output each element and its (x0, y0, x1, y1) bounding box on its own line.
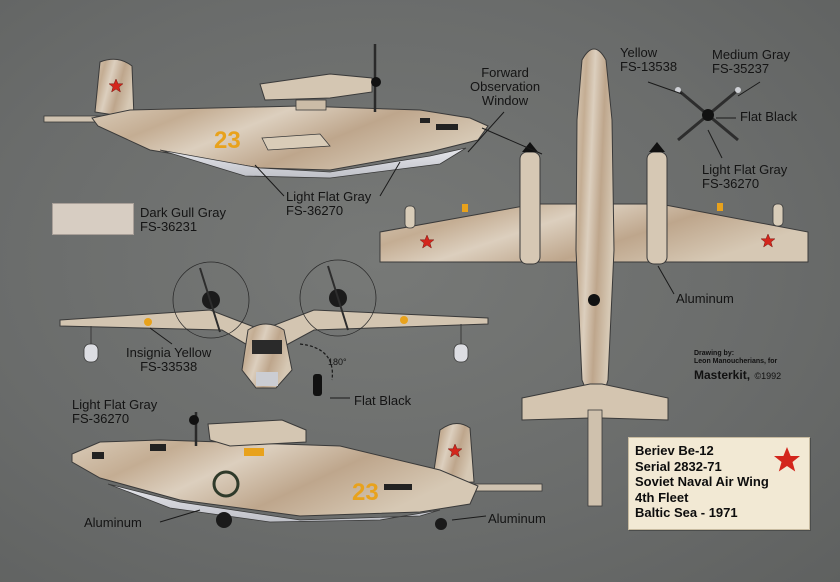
label-insignia-yellow: Insignia Yellow FS-33538 (126, 346, 211, 374)
info-line-fleet: 4th Fleet (635, 489, 689, 505)
label-light-flat-gray-prop: Light Flat Gray FS-36270 (702, 163, 787, 191)
label-line: Flat Black (740, 109, 798, 124)
label-light-flat-gray-left: Light Flat Gray FS-36270 (72, 398, 157, 426)
dark-gull-gray-swatch (52, 203, 134, 235)
label-yellow: Yellow FS-13538 (620, 46, 677, 74)
credit-line: Leon Manoucherians, for (694, 358, 778, 365)
drawing-credit: Drawing by: Leon Manoucherians, for Mast… (694, 350, 781, 384)
side-view-lower: 23 (71, 412, 543, 530)
label-line: Aluminum (488, 511, 546, 526)
label-line: Observation (470, 79, 541, 94)
label-line: FS-13538 (620, 59, 678, 74)
label-line: Aluminum (676, 291, 734, 306)
label-aluminum-bottom-left: Aluminum (84, 516, 142, 530)
label-line: Flat Black (354, 393, 412, 408)
label-dark-gull-gray: Dark Gull Gray FS-36231 (140, 206, 226, 234)
label-aluminum-bottom-right: Aluminum (488, 512, 546, 526)
label-line: FS-36231 (140, 219, 198, 234)
info-panel: Beriev Be-12 Serial 2832-71 Soviet Naval… (628, 437, 810, 530)
label-line: FS-36270 (702, 176, 760, 191)
label-line: 180° (328, 357, 347, 367)
label-line: Light Flat Gray (72, 397, 158, 412)
label-light-flat-gray-top: Light Flat Gray FS-36270 (286, 190, 371, 218)
label-line: FS-36270 (286, 203, 344, 218)
front-view (59, 259, 489, 399)
label-line: Light Flat Gray (702, 162, 788, 177)
label-line: FS-33538 (140, 359, 198, 374)
label-line: Light Flat Gray (286, 189, 372, 204)
credit-line: Drawing by: (694, 350, 735, 357)
label-line: Medium Gray (712, 47, 791, 62)
label-flat-black-front: Flat Black (354, 394, 411, 408)
label-line: Window (481, 93, 529, 108)
side-view-upper: 23 (43, 44, 505, 197)
copyright-year: ©1992 (754, 371, 782, 381)
label-line: Dark Gull Gray (140, 205, 226, 220)
label-medium-gray: Medium Gray FS-35237 (712, 48, 790, 76)
info-line-location: Baltic Sea - 1971 (635, 505, 738, 520)
label-flat-black-prop: Flat Black (740, 110, 797, 124)
label-line: Yellow (620, 45, 658, 60)
label-line: Forward (481, 65, 529, 80)
red-star-icon (774, 447, 800, 472)
plan-view (379, 48, 809, 507)
label-line: Aluminum (84, 515, 142, 530)
label-line: FS-35237 (712, 61, 770, 76)
brand-name: Masterkit, (694, 368, 751, 382)
label-line: Insignia Yellow (126, 345, 212, 360)
info-line-serial: Serial 2832-71 (635, 458, 722, 474)
label-aluminum-right: Aluminum (676, 292, 734, 306)
info-line-unit: Soviet Naval Air Wing (635, 474, 769, 489)
side-number-upper: 23 (214, 127, 241, 154)
label-line: FS-36270 (72, 411, 130, 426)
info-line-aircraft: Beriev Be-12 (635, 443, 714, 458)
propeller-detail (675, 87, 741, 142)
side-number-lower: 23 (352, 479, 379, 506)
label-forward-observation-window: Forward Observation Window (470, 66, 540, 108)
label-180-degrees: 180° (328, 355, 347, 369)
